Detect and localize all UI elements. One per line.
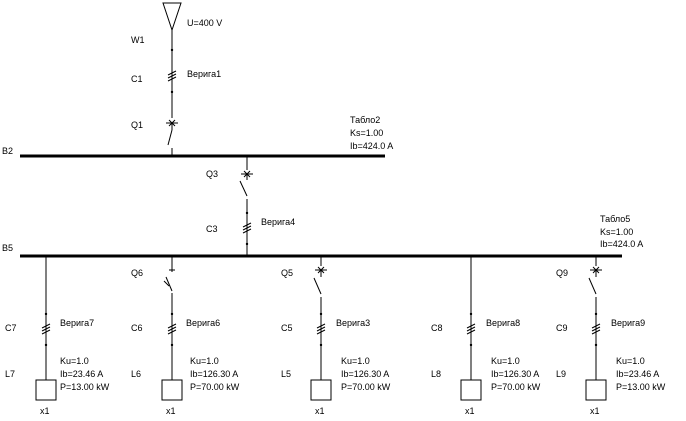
load-ku: Ku=1.0 [60, 356, 89, 366]
feeder-q3[interactable]: Q3 [206, 156, 253, 256]
busbar-b5-ib: Ib=424.0 A [600, 239, 643, 249]
cable-c1-name: Верига1 [187, 69, 221, 79]
load-tag: L9 [556, 369, 566, 379]
source-w1[interactable]: W1 U=400 V [131, 2, 222, 68]
cable-name: Верига7 [60, 318, 94, 328]
breaker-tag: Q9 [556, 268, 568, 278]
breaker-q1-tag: Q1 [131, 120, 143, 130]
load-tag: L8 [431, 369, 441, 379]
busbar-b5[interactable]: B5 Табло5 Ks=1.00 Ib=424.0 A [2, 214, 643, 258]
breaker-q1[interactable]: Q1 [131, 119, 178, 156]
load-ku: Ku=1.0 [190, 356, 219, 366]
branch-l6[interactable]: Q6 C6 Верига6 L6 Ku=1.0 Ib=126.30 A P=70… [131, 256, 240, 416]
load-tag: L5 [281, 369, 291, 379]
cable-c1-tag: C1 [131, 74, 143, 84]
cable-tag: C7 [5, 323, 17, 333]
load-p: P=70.00 kW [341, 382, 391, 392]
load-box-label: x1 [40, 406, 50, 416]
busbar-b2[interactable]: B2 Табло2 Ks=1.00 Ib=424.0 A [2, 115, 393, 158]
cable-c3-name: Верига4 [261, 217, 295, 227]
busbar-b5-ks: Ks=1.00 [600, 227, 633, 237]
load-ku: Ku=1.0 [491, 356, 520, 366]
cable-tag: C8 [431, 323, 443, 333]
busbar-b2-tag: B2 [2, 146, 13, 156]
load-box-icon [35, 379, 57, 401]
branch-l9[interactable]: Q9 C9 Верига9 L9 Ku=1.0 Ib=23.46 A P=13.… [556, 256, 666, 416]
source-triangle-icon [162, 2, 182, 32]
breaker-q3-tag: Q3 [206, 169, 218, 179]
load-ku: Ku=1.0 [341, 356, 370, 366]
load-ib: Ib=126.30 A [491, 369, 539, 379]
branch-l5[interactable]: Q5 C5 Верига3 L5 Ku=1.0 Ib=126.30 A P=70… [281, 256, 391, 416]
cable-mark-icon [242, 222, 252, 228]
load-box-label: x1 [166, 406, 176, 416]
load-p: P=13.00 kW [616, 382, 666, 392]
cable-mark-icon [466, 323, 476, 329]
cable-mark-icon [591, 323, 601, 329]
load-p: P=70.00 kW [491, 382, 541, 392]
load-box-label: x1 [465, 406, 475, 416]
breaker-tag: Q5 [281, 268, 293, 278]
source-voltage: U=400 V [187, 18, 222, 28]
busbar-b5-name: Табло5 [600, 214, 630, 224]
load-ib: Ib=23.46 A [616, 369, 659, 379]
busbar-b2-ks: Ks=1.00 [350, 128, 383, 138]
cable-name: Верига3 [336, 318, 370, 328]
cable-c1[interactable]: C1 Верига1 [131, 68, 221, 118]
branch-l8[interactable]: C8 Верига8 L8 Ku=1.0 Ib=126.30 A P=70.00… [431, 256, 541, 416]
cable-mark-icon [316, 323, 326, 329]
load-tag: L6 [131, 369, 141, 379]
load-ib: Ib=126.30 A [190, 369, 238, 379]
load-box-icon [161, 379, 183, 401]
cable-c3-tag: C3 [206, 224, 218, 234]
cable-tag: C6 [131, 323, 143, 333]
branch-l7[interactable]: C7 Верига7 L7 Ku=1.0 Ib=23.46 A P=13.00 … [5, 256, 110, 416]
cable-name: Верига8 [486, 318, 520, 328]
cable-mark-icon [167, 70, 177, 76]
cable-name: Верига6 [186, 318, 220, 328]
load-p: P=70.00 kW [190, 382, 240, 392]
cable-name: Верига9 [611, 318, 645, 328]
load-box-icon [310, 379, 332, 401]
load-p: P=13.00 kW [60, 382, 110, 392]
load-box-icon [585, 379, 607, 401]
busbar-b2-name: Табло2 [350, 115, 380, 125]
cable-tag: C9 [556, 323, 568, 333]
busbar-b2-ib: Ib=424.0 A [350, 141, 393, 151]
cable-mark-icon [167, 323, 177, 329]
cable-mark-icon [41, 323, 51, 329]
load-tag: L7 [5, 369, 15, 379]
cable-tag: C5 [281, 323, 293, 333]
source-tag: W1 [131, 35, 145, 45]
load-box-icon [460, 379, 482, 401]
load-box-label: x1 [315, 406, 325, 416]
cable-c3[interactable]: C3 Верига4 [206, 211, 295, 246]
busbar-b5-tag: B5 [2, 243, 13, 253]
load-ib: Ib=126.30 A [341, 369, 389, 379]
load-ku: Ku=1.0 [616, 356, 645, 366]
breaker-tag: Q6 [131, 268, 143, 278]
load-ib: Ib=23.46 A [60, 369, 103, 379]
load-box-label: x1 [590, 406, 600, 416]
